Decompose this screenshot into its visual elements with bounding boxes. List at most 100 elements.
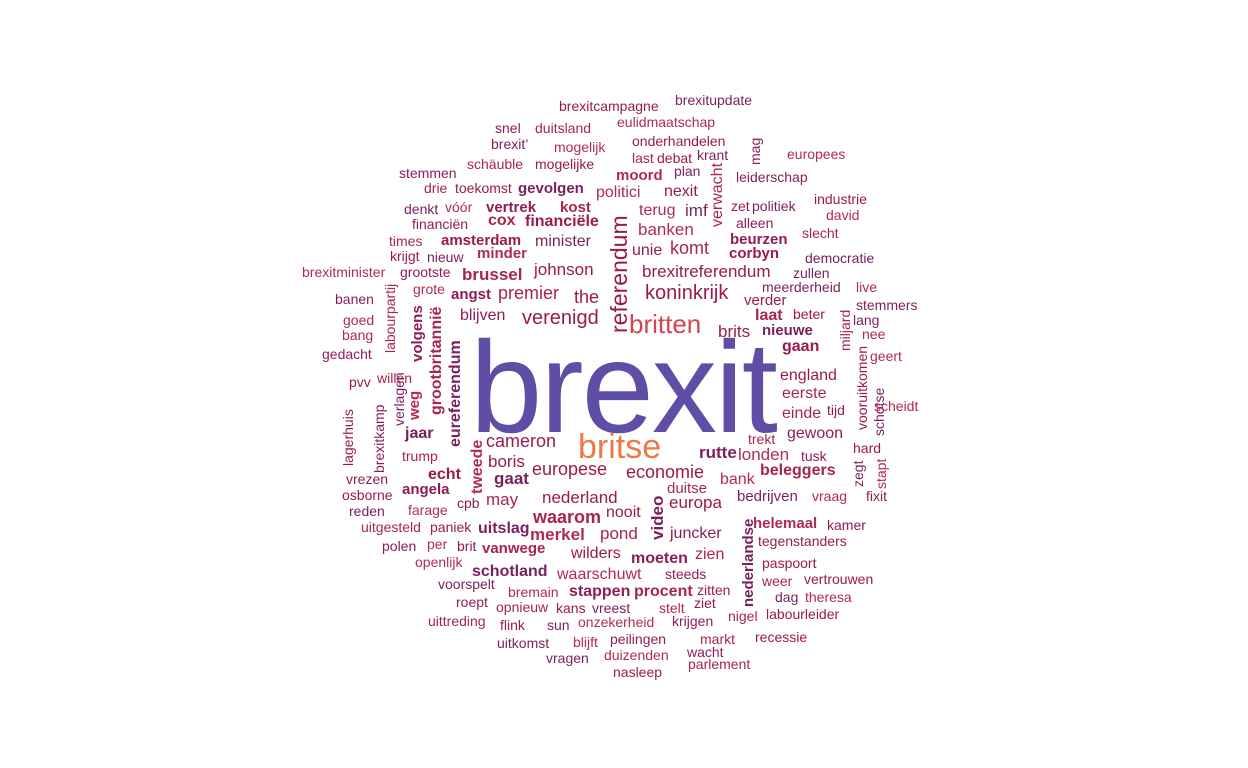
word-wacht: wacht — [687, 644, 724, 660]
word-angst: angst — [451, 286, 492, 303]
word-nexit: nexit — [664, 183, 698, 200]
word-boris: boris — [488, 452, 525, 471]
word-beleggers: beleggers — [760, 462, 836, 479]
word-mogelijke: mogelijke — [535, 156, 595, 172]
word-stelt: stelt — [659, 600, 685, 616]
word-goed: goed — [343, 312, 375, 328]
word-nooit: nooit — [606, 504, 641, 521]
word-labourleider: labourleider — [766, 606, 840, 622]
word-britten: britten — [629, 309, 702, 339]
word-brits: brits — [718, 322, 751, 341]
word-blijft: blijft — [573, 634, 598, 650]
word-mag: mag — [747, 137, 763, 165]
word-merkel: merkel — [530, 525, 585, 544]
word-minister: minister — [535, 233, 592, 250]
word-nederland: nederland — [542, 488, 618, 507]
word-bang: bang — [342, 327, 374, 343]
word-volgens: volgens — [409, 305, 426, 362]
word-politiek: politiek — [752, 198, 796, 214]
word-brexitminister: brexitminister — [302, 264, 386, 280]
word-brexitupdate: brexitupdate — [675, 92, 753, 108]
word-gevolgen: gevolgen — [518, 180, 584, 197]
word-beurzen: beurzen — [730, 231, 788, 248]
word-paniek: paniek — [430, 519, 472, 535]
word-grootste: grootste — [400, 264, 451, 280]
word-eerste: eerste — [782, 385, 827, 402]
word-eureferendum: eureferendum — [447, 340, 464, 447]
word-kamer: kamer — [827, 517, 866, 533]
word-theresa: theresa — [805, 589, 852, 605]
word-angela: angela — [402, 481, 450, 498]
word-dag: dag — [775, 589, 799, 605]
word-lagerhuis: lagerhuis — [340, 409, 356, 466]
word-willen: willen — [377, 370, 413, 386]
word-times: times — [389, 233, 423, 249]
word-stappen: stappen — [569, 583, 631, 600]
word-krijgt: krijgt — [390, 248, 420, 264]
word-verwacht: verwacht — [709, 162, 726, 227]
word-verlagen: verlagen — [391, 372, 407, 426]
word-onderhandelen: onderhandelen — [632, 133, 726, 149]
word-londen: londen — [738, 445, 790, 464]
word-eulidmaatschap: eulidmaatschap — [617, 114, 716, 130]
word-vanwege: vanwege — [482, 540, 546, 557]
word-waarschuwt: waarschuwt — [557, 566, 642, 583]
word-brexit: brexit — [470, 314, 778, 460]
word-geert: geert — [870, 348, 902, 364]
word-echt: echt — [428, 466, 461, 483]
word-blijven: blijven — [460, 307, 506, 324]
word-verder: verder — [744, 292, 787, 309]
word-wilders: wilders — [571, 545, 621, 562]
word-drie: drie — [424, 180, 448, 196]
word-moeten: moeten — [631, 550, 688, 567]
word-kost: kost — [560, 199, 591, 216]
word-banken: banken — [638, 220, 694, 239]
word-terug: terug — [639, 202, 676, 219]
word-imf: imf — [685, 201, 708, 220]
word-onzekerheid: onzekerheid — [578, 614, 655, 630]
word-recessie: recessie — [755, 629, 808, 645]
word-rutte: rutte — [699, 443, 737, 462]
word-krijgen: krijgen — [672, 613, 714, 629]
word-zitten: zitten — [697, 582, 731, 598]
word-industrie: industrie — [814, 191, 867, 207]
word-tweede: tweede — [469, 439, 486, 494]
word-corbyn: corbyn — [729, 245, 780, 262]
word-gaan: gaan — [782, 338, 820, 355]
word-parlement: parlement — [688, 656, 751, 672]
word-may: may — [486, 490, 519, 509]
word-vraag: vraag — [812, 488, 848, 504]
word-markt: markt — [700, 631, 735, 647]
word-johnson: johnson — [534, 260, 594, 279]
word-fixit: fixit — [866, 488, 887, 504]
word-alleen: alleen — [736, 215, 774, 231]
word-laat: laat — [755, 307, 783, 324]
word-verenigd: verenigd — [522, 307, 599, 329]
word-procent: procent — [634, 583, 693, 600]
word-helemaal: helemaal — [753, 515, 818, 532]
word-snel: snel — [495, 120, 521, 136]
word-bedrijven: bedrijven — [737, 488, 798, 505]
word-tijd: tijd — [827, 402, 845, 418]
word-vertrek: vertrek — [486, 199, 537, 216]
word-europees: europees — [787, 146, 846, 162]
word-brit: brit — [457, 538, 477, 554]
word-opnieuw: opnieuw — [496, 599, 549, 615]
word-openlijk: openlijk — [415, 554, 463, 570]
word-brexitreferendum: brexitreferendum — [642, 262, 771, 281]
word-weer: weer — [762, 573, 793, 589]
word-labourpartij: labourpartij — [382, 283, 398, 353]
word-toekomst: toekomst — [455, 180, 512, 196]
word-plan: plan — [674, 163, 701, 179]
word-uitslag: uitslag — [478, 520, 530, 537]
word-v-r: vóór — [445, 199, 473, 215]
word-nasleep: nasleep — [613, 664, 663, 680]
word-gaat: gaat — [494, 469, 529, 488]
word-duizenden: duizenden — [604, 647, 669, 663]
word-debat: debat — [657, 150, 693, 166]
word-bremain: bremain — [508, 584, 559, 600]
word-reden: reden — [349, 503, 385, 519]
word-zet: zet — [731, 198, 750, 214]
word-vertrouwen: vertrouwen — [804, 571, 874, 587]
